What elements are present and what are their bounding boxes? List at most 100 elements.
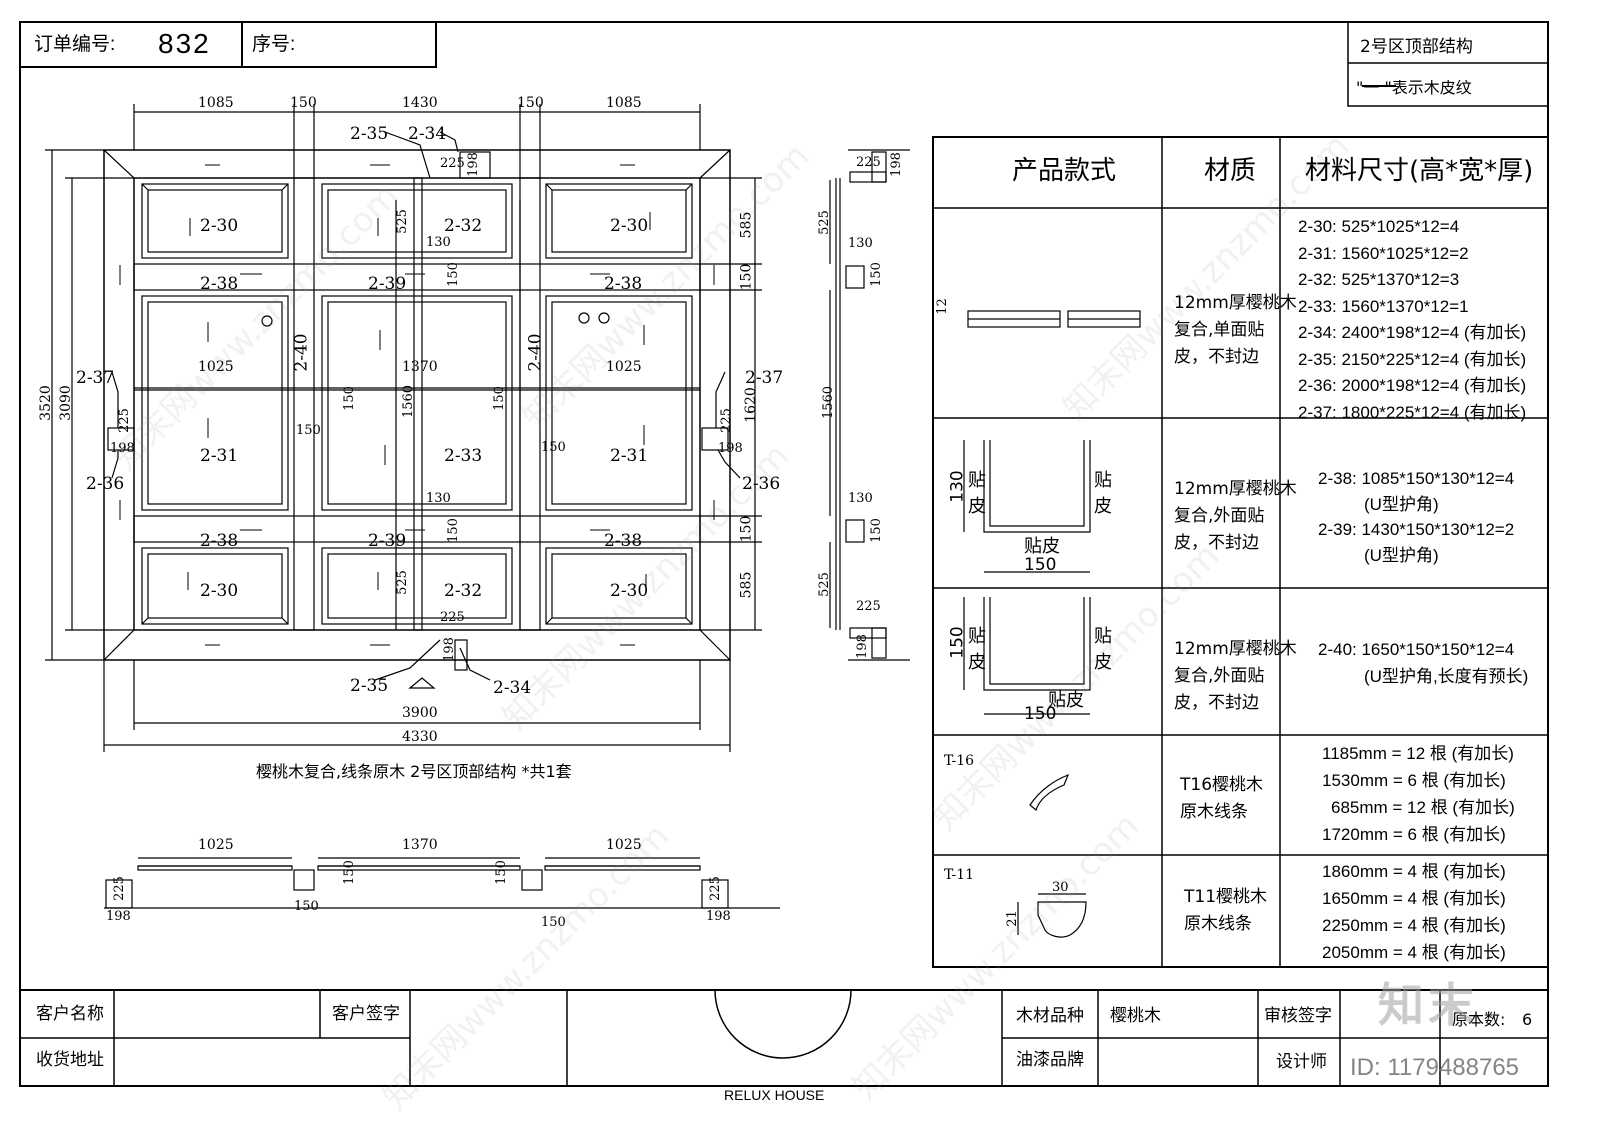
table-header-size: 材料尺寸(高*宽*厚) [1305,156,1534,186]
dim-left-225: 225 [116,408,132,433]
dim-cell-198-top: 198 [465,152,481,177]
part-2-37-left: 2-37 [76,368,115,388]
side-dim-130-bottom: 130 [848,491,873,506]
side-dim-1560: 1560 [821,385,837,420]
part-2-35-bottom: 2-35 [350,676,389,696]
part-2-39-b: 2-39 [368,531,407,551]
dim-cell-150-c: 150 [296,423,321,438]
row3-pi-1: 皮 [968,652,986,673]
order-label: 订单编号: [34,34,116,55]
sheet-title: 2号区顶部结构 [1360,37,1473,57]
row5-dim-width: 30 [1052,880,1069,895]
part-2-40-b: 2-40 [525,333,546,372]
dim-top-2: 150 [290,95,317,111]
row2-pi-1: 皮 [968,496,986,517]
bottom-dim-150-d: 150 [541,915,566,930]
watermark-logo: 知末 [1378,978,1478,1032]
row3-dim-width: 150 [1024,704,1057,724]
bottom-dim-2: 1370 [402,837,438,853]
dim-height-inner: 3090 [57,385,74,421]
part-2-31-a: 2-31 [200,446,239,466]
row3-dim-height: 150 [947,626,968,659]
row3-sizes: 2-40: 1650*150*150*12=4(U型护角,长度有预长) [1318,640,1529,686]
dim-left-198: 198 [110,441,135,456]
side-dim-525-bottom: 525 [816,572,832,597]
row2-dim-width: 150 [1024,555,1057,575]
side-dim-198-top: 198 [888,152,904,177]
bottom-dim-1: 1025 [198,837,234,853]
seq-label: 序号: [252,34,296,55]
bottom-dim-198-left: 198 [106,909,131,924]
part-2-30-b: 2-30 [610,216,649,236]
row5-material: T11樱桃木原木线条 [1184,887,1268,934]
row1-style-dim: 12 [934,298,950,315]
wood-value: 樱桃木 [1110,1006,1161,1026]
dim-cell-150-d: 150 [541,440,566,455]
dim-right-3: 1620 [742,387,759,423]
row3-pi-2: 皮 [1094,652,1112,673]
part-2-38-a: 2-38 [200,274,239,294]
part-2-37-right: 2-37 [745,368,784,388]
row4-material: T16樱桃木原木线条 [1180,775,1264,822]
part-2-38-d: 2-38 [604,531,643,551]
part-2-40-a: 2-40 [291,333,312,372]
row4-code: T-16 [944,753,975,769]
part-2-33: 2-33 [444,446,483,466]
part-2-36-left: 2-36 [86,474,125,494]
designer-label: 设计师 [1276,1052,1327,1072]
part-2-32-b: 2-32 [444,581,483,601]
dim-overall-inner: 3900 [402,705,438,721]
customer-sign-label: 客户签字 [332,1004,400,1024]
address-label: 收货地址 [36,1050,104,1070]
bottom-dim-150-a: 150 [294,899,319,914]
dim-height-outer: 3520 [37,385,54,421]
bottom-dim-225-left: 225 [111,876,127,901]
dim-cell-225-bottom: 225 [440,610,465,625]
row2-pi-2: 皮 [1094,496,1112,517]
row2-tie-2: 贴 [1094,470,1112,491]
row3-tie-1: 贴 [968,626,986,647]
row5-sizes: 1860mm = 4 根 (有加长)1650mm = 4 根 (有加长) 225… [1322,862,1506,962]
part-2-38-b: 2-38 [604,274,643,294]
part-2-31-b: 2-31 [610,446,649,466]
dim-cell-150-e: 150 [341,386,357,411]
watermark-id: ID: 1179488765 [1350,1054,1520,1081]
plan-caption: 樱桃木复合,线条原木 2号区顶部结构 *共1套 [256,762,572,781]
paint-label: 油漆品牌 [1016,1050,1084,1070]
part-2-39-a: 2-39 [368,274,407,294]
pages-label: 原本数: [1452,1010,1506,1029]
side-dim-150-bottom: 150 [868,518,884,543]
dim-cell-225-top: 225 [440,156,465,171]
side-dim-130-top: 130 [848,236,873,251]
dim-mid-2: 1370 [402,359,438,375]
row3-tie-2: 贴 [1094,626,1112,647]
dim-cell-525-top: 525 [394,209,410,234]
bottom-dim-150-b: 150 [341,860,357,885]
dim-cell-150-a: 150 [445,262,461,287]
row3-material: 12mm厚樱桃木复合,外面贴皮，不封边 [1174,639,1297,713]
row4-sizes: 1185mm = 12 根 (有加长)1530mm = 6 根 (有加长) 68… [1322,744,1515,844]
dim-top-5: 1085 [606,95,642,111]
dim-cell-525-bottom: 525 [394,570,410,595]
grain-arrows [119,85,1396,646]
part-2-34-bottom: 2-34 [493,678,532,698]
part-2-30-a: 2-30 [200,216,239,236]
table-header-material: 材质 [1204,156,1257,186]
dim-overall-outer: 4330 [402,729,438,745]
dim-cell-130-top: 130 [426,235,451,250]
part-2-38-c: 2-38 [200,531,239,551]
dim-right-4: 150 [738,515,755,543]
part-2-32-a: 2-32 [444,216,483,236]
bottom-dim-198-right: 198 [706,909,731,924]
row3-tiepi: 贴皮 [1048,690,1084,711]
side-dim-225-top: 225 [856,155,881,170]
dim-cell-150-b: 150 [445,518,461,543]
side-dim-198-bottom: 198 [854,634,870,659]
dim-top-3: 1430 [402,95,438,111]
table-header-style: 产品款式 [1012,156,1117,186]
dim-cell-150-f: 150 [491,386,507,411]
side-dim-225-bottom: 225 [856,599,881,614]
wood-label: 木材品种 [1016,1006,1084,1026]
